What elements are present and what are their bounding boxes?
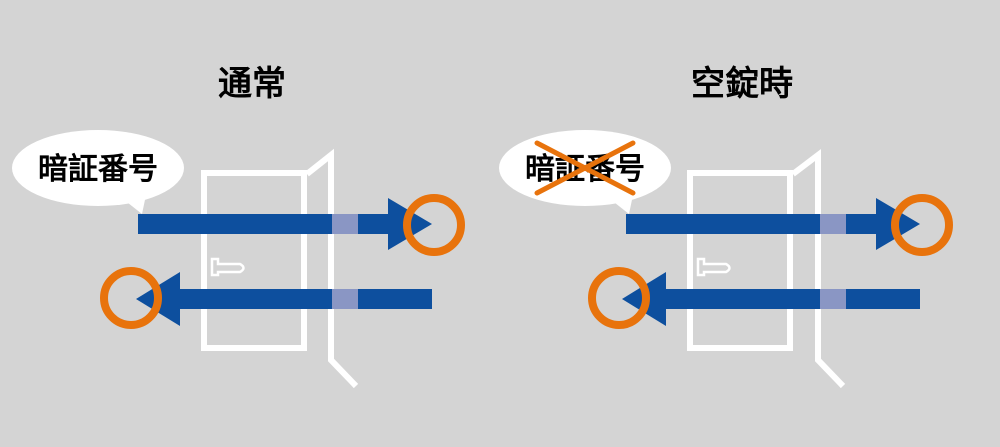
highlight-circle-right xyxy=(403,194,465,256)
highlight-circle-left xyxy=(588,267,650,329)
arrow-right-normal xyxy=(138,198,432,250)
door-frame xyxy=(687,170,793,351)
bubble-body xyxy=(12,130,184,206)
bubble-tail xyxy=(605,195,633,214)
arrow-right-empty-lock xyxy=(626,198,920,250)
arrow-left-empty-lock xyxy=(622,272,920,326)
bubble-tail xyxy=(118,195,146,214)
speech-bubble-normal: 暗証番号 xyxy=(12,130,184,214)
highlight-circle-right xyxy=(891,194,953,256)
speech-bubble-empty-lock: 暗証番号 xyxy=(499,130,671,214)
door-handle-icon xyxy=(210,257,245,277)
panel-title-empty-lock: 空錠時 xyxy=(691,64,793,104)
door-handle-icon xyxy=(696,257,731,277)
door-frame xyxy=(201,170,307,351)
panel-empty-lock: 空錠時 暗証番号 xyxy=(499,64,953,389)
bubble-text-code: 暗証番号 xyxy=(38,152,158,187)
arrow-left-normal xyxy=(136,272,432,326)
highlight-circle-left xyxy=(100,267,162,329)
cross-out-icon xyxy=(534,140,636,196)
panel-normal: 通常 暗証番号 xyxy=(12,64,465,389)
door-panel xyxy=(305,148,359,389)
door-normal xyxy=(201,148,359,389)
panel-title-normal: 通常 xyxy=(218,64,286,104)
door-panel xyxy=(791,148,846,389)
door-empty-lock xyxy=(687,148,846,389)
